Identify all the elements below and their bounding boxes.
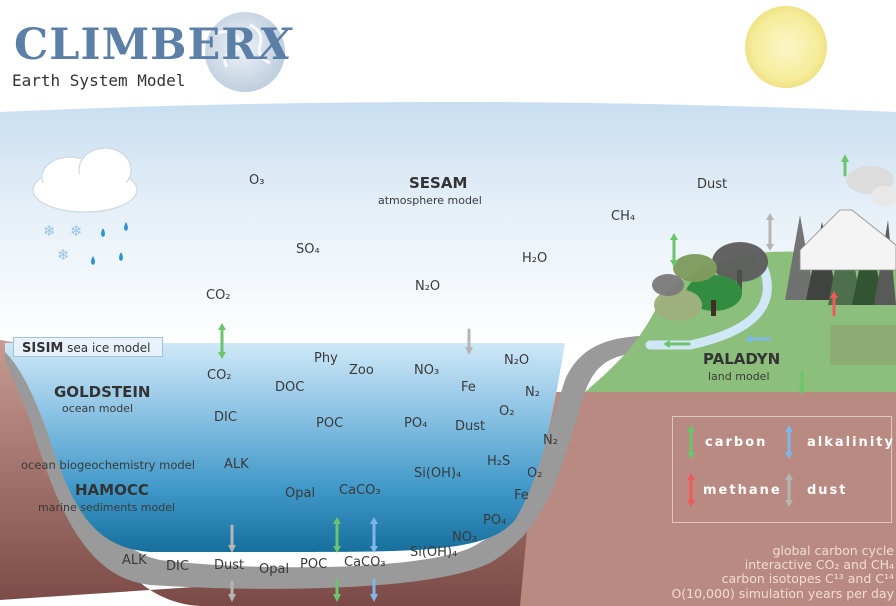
sed-opal: Opal: [259, 562, 290, 577]
ocean-no3-b: NO₃: [452, 530, 478, 545]
svg-text:❄: ❄: [57, 246, 70, 264]
ocean-sioh4: Si(OH)₄: [414, 466, 462, 481]
sesam-label: SESAM: [409, 174, 468, 192]
legend: [672, 416, 892, 523]
hamocc-label: HAMOCC: [75, 481, 149, 499]
sediment-rim: [5, 336, 640, 589]
ocean-no3: NO₃: [414, 363, 440, 378]
legend-arrows: [687, 425, 793, 507]
sed-sioh4: Si(OH)₄: [410, 545, 458, 560]
info-line-3: carbon isotopes C¹³ and C¹⁴: [721, 571, 894, 586]
atm-dust: Dust: [697, 177, 728, 192]
sisim-label: SISIM: [22, 341, 64, 356]
goldstein-label: GOLDSTEIN: [54, 383, 151, 401]
sesam-desc: atmosphere model: [378, 194, 482, 207]
ocean-poc: POC: [316, 416, 344, 431]
atm-h2o: H₂O: [522, 251, 548, 266]
sed-alk: ALK: [122, 553, 147, 568]
legend-dust: dust: [807, 483, 848, 498]
precipitation-icon: ❄ ❄ ❄: [43, 222, 128, 265]
sun-icon: [745, 6, 827, 88]
goldstein-desc: ocean model: [62, 402, 134, 415]
atm-co2: CO₂: [206, 288, 231, 303]
ocean-n2-b: N₂: [543, 433, 558, 448]
ocean-co2: CO₂: [207, 368, 232, 383]
legend-carbon: carbon: [705, 435, 768, 450]
ocean-opal: Opal: [285, 486, 316, 501]
ocean-alk: ALK: [224, 457, 249, 472]
cloud-icon: [32, 147, 138, 213]
paladyn-label: PALADYN: [703, 350, 781, 368]
ocean-n2o: N₂O: [504, 353, 530, 368]
atm-n2o: N₂O: [415, 279, 441, 294]
ocean-o2: O₂: [499, 404, 515, 419]
ocean-n2: N₂: [525, 385, 540, 400]
flux-arrows: [218, 154, 849, 602]
sisim-desc: sea ice model: [67, 341, 151, 355]
ocean-dic: DIC: [214, 410, 237, 425]
ocean: [5, 343, 565, 552]
ocean-phy: Phy: [314, 351, 338, 366]
subtitle: Earth System Model: [12, 71, 186, 90]
ocean-doc: DOC: [275, 380, 305, 395]
atm-so4: SO₄: [296, 242, 320, 257]
svg-text:❄: ❄: [43, 222, 56, 240]
atm-o3: O₃: [249, 173, 265, 188]
sed-dust: Dust: [214, 558, 245, 573]
svg-text:❄: ❄: [70, 222, 83, 240]
ocean-h2s: H₂S: [487, 454, 511, 469]
legend-methane: methane: [703, 483, 782, 498]
biogeo-label: ocean biogeochemistry model: [21, 458, 195, 472]
info-line-4: O(10,000) simulation years per day: [671, 586, 894, 601]
sed-poc: POC: [300, 557, 328, 572]
ocean-caco3: CaCO₃: [339, 483, 381, 498]
paladyn-desc: land model: [708, 370, 770, 383]
title-main: CLIMBER: [14, 20, 259, 70]
ocean-fe: Fe: [461, 380, 476, 395]
ocean-dust: Dust: [455, 419, 486, 434]
legend-alkalinity: alkalinity: [807, 435, 895, 450]
atm-ch4: CH₄: [611, 209, 636, 224]
info-line-1: global carbon cycle: [772, 543, 894, 558]
ocean-zoo: Zoo: [349, 363, 374, 378]
ocean-o2-b: O₂: [527, 466, 543, 481]
ocean-fe-b: Fe: [514, 488, 529, 503]
info-line-2: interactive CO₂ and CH₄: [744, 557, 894, 572]
ocean-po4: PO₄: [404, 416, 428, 431]
sed-dic: DIC: [166, 559, 189, 574]
volcano-icon: [799, 209, 896, 271]
title: CLIMBERX: [14, 20, 292, 70]
ocean-po4-b: PO₄: [483, 513, 507, 528]
title-x: X: [258, 20, 293, 70]
sed-caco3: CaCO₃: [344, 555, 386, 570]
hamocc-desc: marine sediments model: [38, 501, 176, 514]
sisim-box: SISIM sea ice model: [13, 337, 163, 357]
